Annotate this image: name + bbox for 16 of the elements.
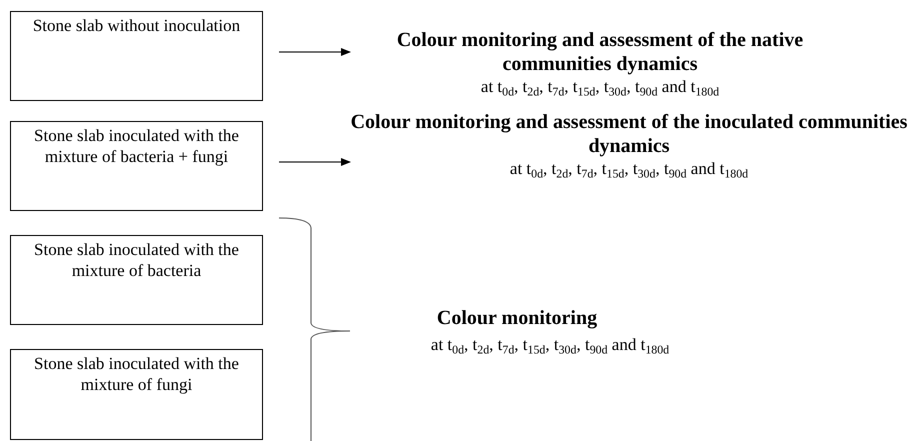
process-box <box>10 121 263 211</box>
box-label: Stone slab inoculated with the mixture of bacteria + fungi <box>34 126 239 166</box>
arrow <box>278 158 351 166</box>
box-label: Stone slab without inoculation <box>32 16 240 35</box>
step-heading: Colour monitoring and assessment of the native communities dynamics <box>396 28 804 76</box>
box-label: Stone slab inoculated with the mixture of bacteria <box>34 240 239 280</box>
box-label: Stone slab inoculated with the mixture of fungi <box>34 354 239 394</box>
arrow <box>278 48 351 56</box>
step-heading: Colour monitoring and assessment of the inoculated communities dynamics <box>350 110 908 158</box>
process-box <box>10 11 263 101</box>
time-points-text: at t$_{0d}$, t$_{2d}$, t$_{7d}$, t$_{15d}$, t$_{30d}$, t$_{90d}$ and t$_{180d}$ <box>480 76 720 98</box>
time-points-text: at t$_{0d}$, t$_{2d}$, t$_{7d}$, t$_{15d}$, t$_{30d}$, t$_{90d}$ and t$_{180d}$ <box>430 334 670 356</box>
time-points-text: at t$_{0d}$, t$_{2d}$, t$_{7d}$, t$_{15d}$, t$_{30d}$, t$_{90d}$ and t$_{180d}$ <box>510 158 748 180</box>
process-box <box>10 349 263 440</box>
step-heading: Colour monitoring <box>436 306 598 330</box>
process-box <box>10 235 263 325</box>
